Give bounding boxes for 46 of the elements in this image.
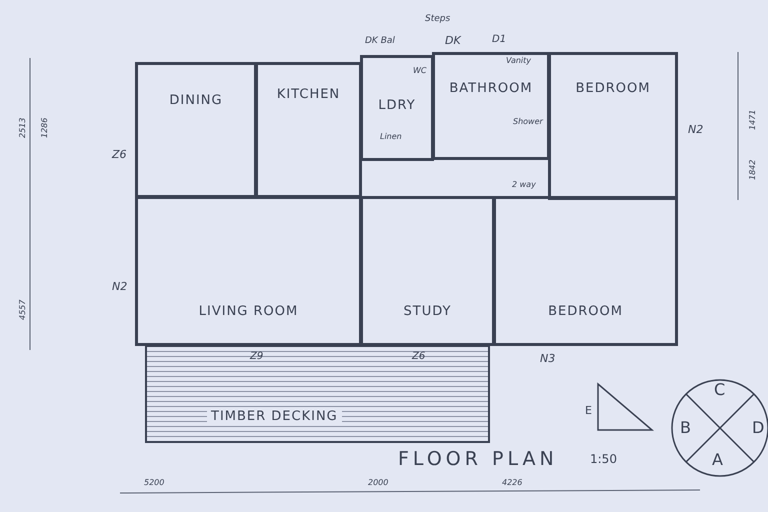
note-label: WC xyxy=(413,66,426,75)
grid-reference: N2 xyxy=(112,280,128,293)
dimension-text: 4226 xyxy=(502,478,522,487)
grid-reference: Z6 xyxy=(412,351,426,362)
dimension-text: 1471 xyxy=(748,110,757,130)
room-name: BEDROOM xyxy=(574,81,652,96)
room-outline xyxy=(432,52,550,160)
note-label: Shower xyxy=(513,117,543,126)
compass-letter: A xyxy=(712,450,723,469)
room-outline xyxy=(135,62,257,198)
room-outline xyxy=(493,196,678,346)
scale-text: 1:50 xyxy=(590,452,617,466)
room-name: TIMBER DECKING xyxy=(207,409,342,424)
dimension-text: 2513 xyxy=(18,118,27,138)
room-name: KITCHEN xyxy=(276,87,342,102)
dimension-text: 1842 xyxy=(748,160,757,180)
note-label: E xyxy=(585,404,592,417)
room-outline xyxy=(255,62,362,198)
room-name: BEDROOM xyxy=(547,304,624,319)
note-label: 2 way xyxy=(512,180,536,189)
dimension-text: 2000 xyxy=(368,478,388,487)
note-label: DK xyxy=(445,34,461,47)
room-name: LIVING ROOM xyxy=(198,304,300,319)
room-name: BATHROOM xyxy=(448,81,534,96)
compass-letter: D xyxy=(752,418,764,437)
compass-letter: C xyxy=(714,380,726,399)
note-label: D1 xyxy=(492,34,506,45)
note-label: Linen xyxy=(380,132,402,141)
grid-reference: Z6 xyxy=(112,148,127,161)
room-outline xyxy=(548,52,678,200)
room-name: DINING xyxy=(168,93,224,108)
deck-outline xyxy=(145,345,490,443)
room-outline xyxy=(360,55,434,161)
plan-title: FLOOR PLAN xyxy=(398,448,558,470)
dimension-text: 5200 xyxy=(144,478,164,487)
note-label: DK Bal xyxy=(365,36,395,46)
room-name: LDRY xyxy=(377,98,417,113)
room-name: STUDY xyxy=(402,304,452,319)
note-label: Vanity xyxy=(506,56,532,65)
dimension-text: 1286 xyxy=(40,118,49,138)
grid-reference: N2 xyxy=(688,123,704,136)
compass-letter: B xyxy=(680,418,691,437)
note-label: Steps xyxy=(425,14,450,24)
grid-reference: N3 xyxy=(540,352,556,365)
dimension-text: 4557 xyxy=(18,300,27,320)
grid-reference: Z9 xyxy=(250,351,264,362)
